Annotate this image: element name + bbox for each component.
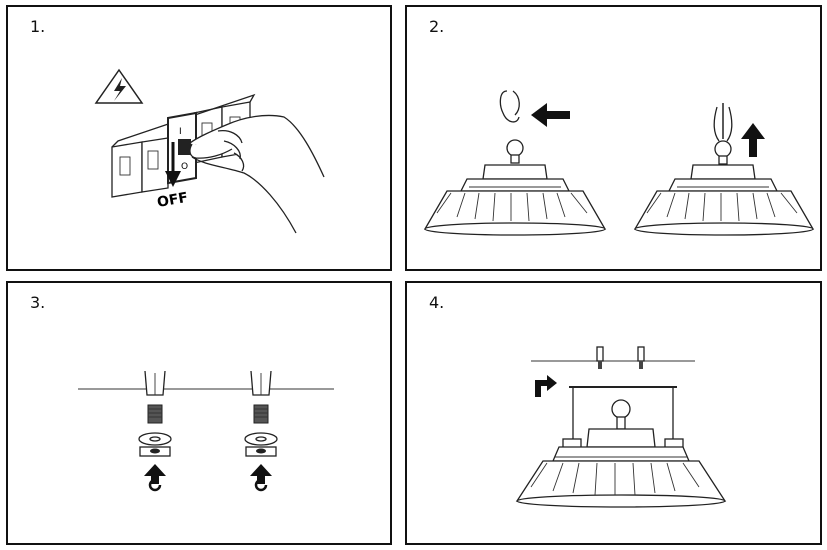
step-2-illustration: [423, 90, 815, 236]
switch-off-mark: O: [181, 162, 188, 172]
step-1-panel: 1. I O OFF: [6, 5, 392, 271]
ufo-high-bay-light: [423, 139, 607, 236]
arrow-up-icon: [741, 123, 765, 157]
anchor-bolt: [138, 370, 172, 457]
step-4-panel: 4.: [405, 281, 822, 545]
step-number: 3.: [30, 293, 46, 312]
step-4-illustration: [515, 346, 727, 508]
step-number: 1.: [30, 17, 46, 36]
switch-off-label: OFF: [156, 190, 189, 211]
arrow-turn-right-icon: [535, 375, 557, 397]
arrow-left-icon: [531, 103, 570, 127]
ufo-high-bay-light: [515, 399, 727, 508]
rotate-icon: [148, 478, 162, 492]
step-1-illustration: I O OFF: [94, 68, 325, 234]
ufo-high-bay-light: [633, 140, 815, 236]
step-3-panel: 3.: [6, 281, 392, 545]
step-number: 2.: [429, 17, 445, 36]
electrical-hazard-icon: [94, 68, 144, 104]
step-number: 4.: [429, 293, 445, 312]
anchor-bolt: [244, 370, 278, 457]
switch-on-mark: I: [179, 127, 182, 137]
anchor-bolt: [596, 346, 645, 369]
step-2-panel: 2.: [405, 5, 822, 271]
hook-icon: [713, 103, 733, 142]
rotate-icon: [254, 478, 268, 492]
arrow-down-icon: [165, 142, 181, 187]
hook-icon: [499, 90, 520, 123]
hand-icon: [189, 114, 325, 234]
step-3-illustration: [78, 370, 334, 492]
